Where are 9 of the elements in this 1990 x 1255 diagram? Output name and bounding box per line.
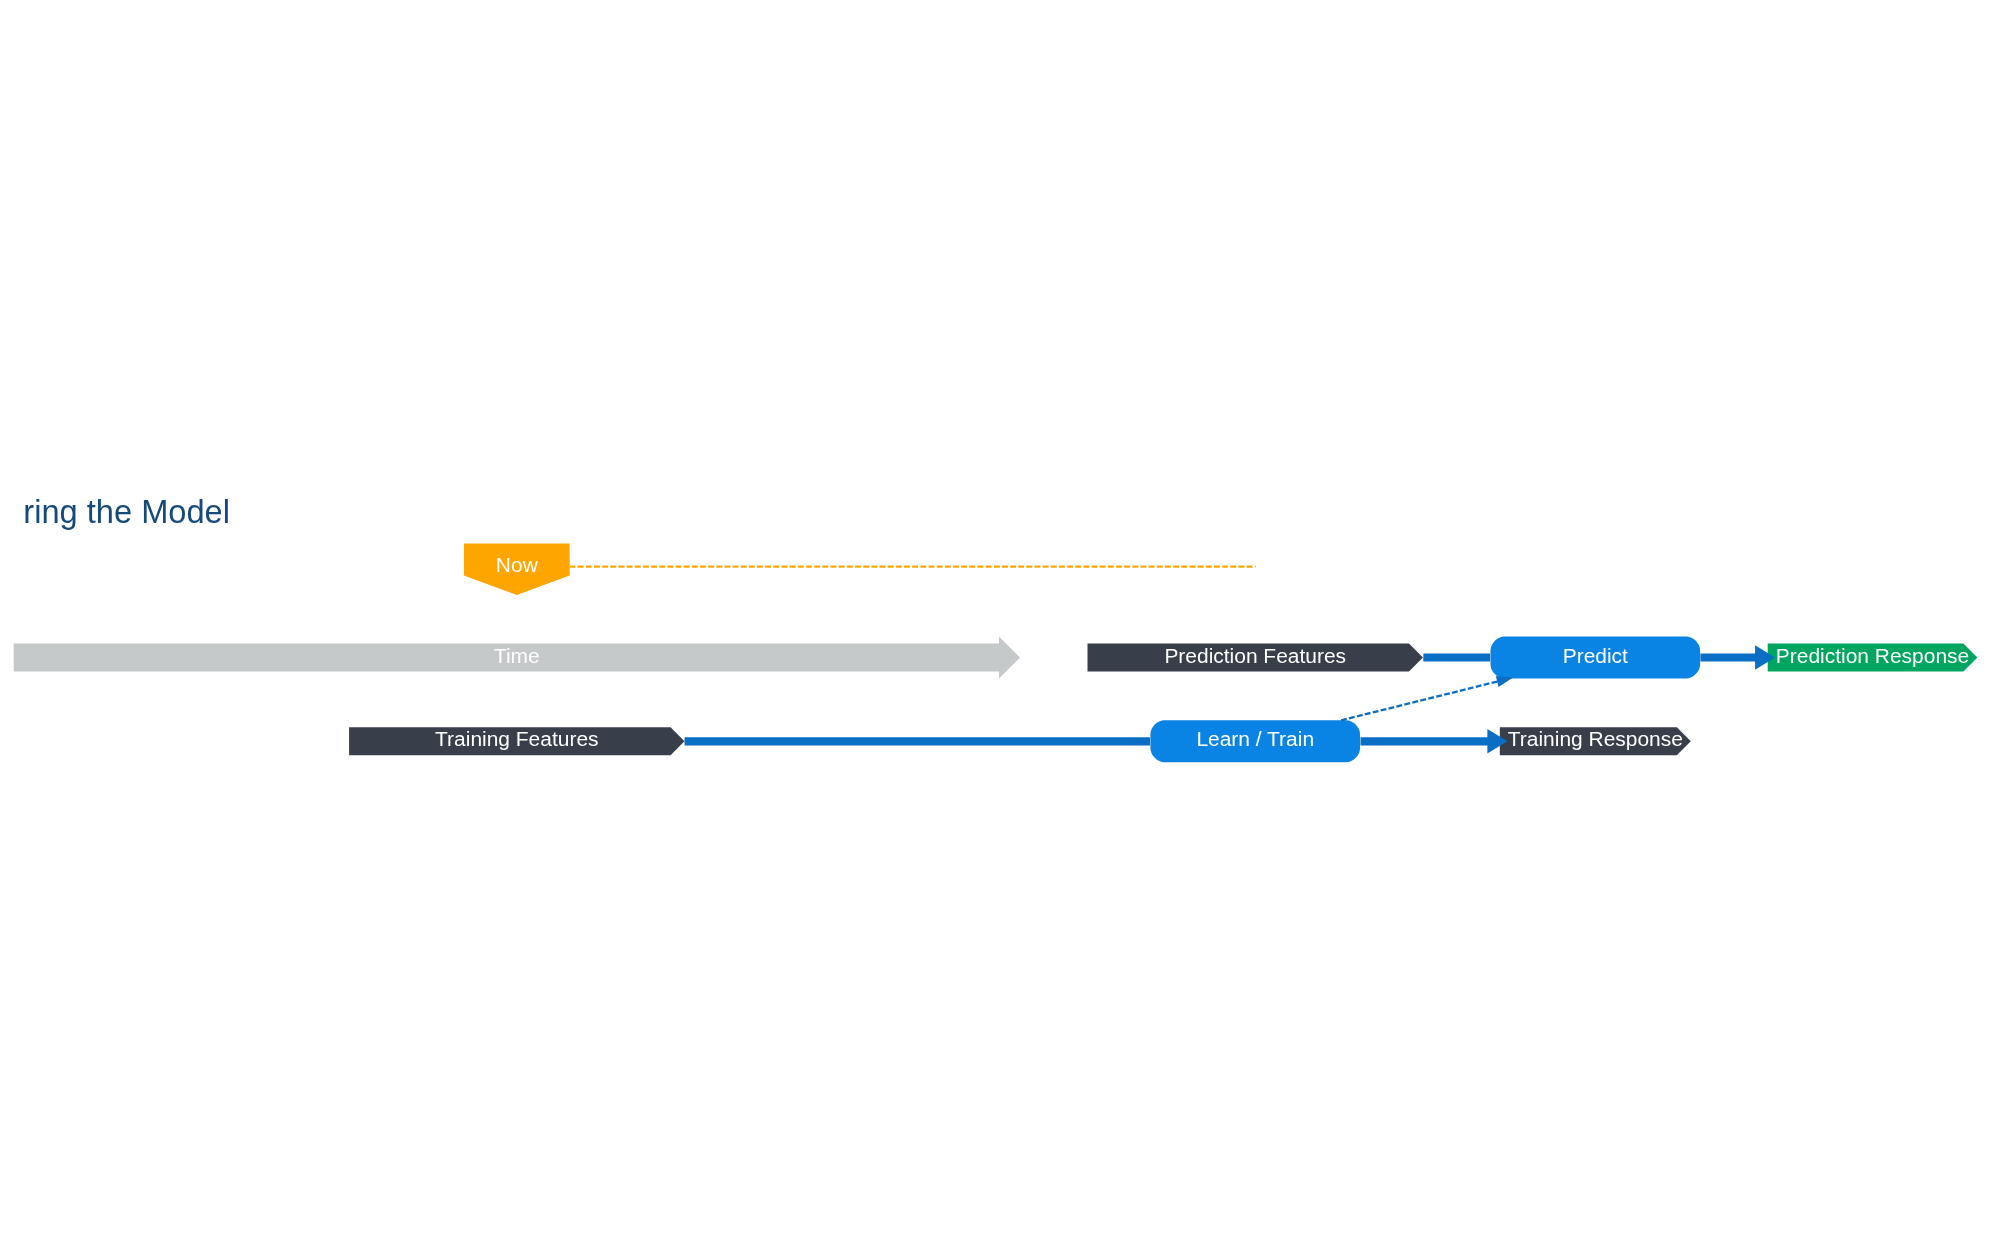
arrow: [1340, 676, 1513, 722]
connector: [1422, 653, 1490, 662]
diagram-title: ring the Model: [22, 493, 230, 531]
arrow: [1699, 645, 1775, 670]
node-box: Predict: [1490, 636, 1700, 679]
arrow: [1360, 729, 1507, 754]
node-box: Learn / Train: [1149, 720, 1360, 763]
connector: [684, 737, 1150, 746]
connector: [569, 565, 1254, 568]
